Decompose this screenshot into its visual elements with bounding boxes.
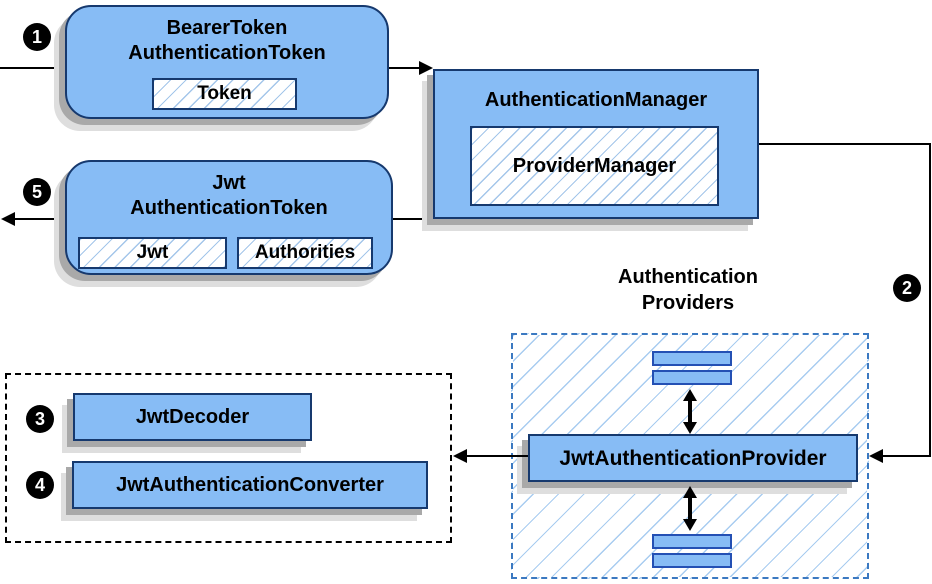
bidirectional-arrow-up-icon <box>683 486 697 498</box>
providers-heading-line2: Providers <box>641 292 735 314</box>
bidirectional-arrow-down-icon <box>683 519 697 531</box>
connector-manager-to-provider-top <box>759 143 931 145</box>
connector-manager-to-jwt-token <box>393 218 434 220</box>
jwt-decoder-node: JwtDecoder <box>73 393 312 441</box>
bearer-token-authentication-token-node: BearerToken AuthenticationToken Token <box>65 5 389 119</box>
jwt-authentication-converter-node: JwtAuthenticationConverter <box>72 461 428 509</box>
jwt-authentication-provider-label: JwtAuthenticationProvider <box>559 446 827 470</box>
jwt-authentication-converter-label: JwtAuthenticationConverter <box>116 473 384 496</box>
authentication-manager-label: AuthenticationManager <box>484 89 708 111</box>
token-chip: Token <box>152 78 297 110</box>
step-badge-4-number: 4 <box>34 474 45 495</box>
jwt-decoder-label: JwtDecoder <box>135 405 250 428</box>
provider-manager-chip: ProviderManager <box>470 126 719 206</box>
jwt-token-title-line2: AuthenticationToken <box>130 197 328 219</box>
bidirectional-arrow-up-icon <box>683 389 697 401</box>
authentication-manager-node: AuthenticationManager ProviderManager <box>433 69 759 219</box>
authorities-chip: Authorities <box>237 237 373 269</box>
step-badge-2-number: 2 <box>901 277 912 298</box>
connector-request-in <box>0 67 65 69</box>
bidirectional-arrow-shaft <box>688 400 692 423</box>
authorities-chip-label: Authorities <box>254 242 356 263</box>
bidirectional-arrow-down-icon <box>683 422 697 434</box>
authentication-providers-group: JwtAuthenticationProvider <box>511 333 869 579</box>
jwt-token-title-line1: Jwt <box>212 172 246 194</box>
bearer-token-title-line1: BearerToken <box>166 17 288 39</box>
step-badge-3: 3 <box>26 405 54 433</box>
connector-provider-to-decoders <box>467 455 528 457</box>
jwt-authentication-provider-node: JwtAuthenticationProvider <box>528 434 858 482</box>
decoder-group: 3 JwtDecoder 4 JwtAuthenticationConverte… <box>5 373 452 543</box>
arrowhead-left-icon <box>453 449 467 463</box>
provider-manager-label: ProviderManager <box>512 154 677 177</box>
providers-heading-line1: Authentication <box>618 266 758 288</box>
jwt-authentication-token-node: Jwt AuthenticationToken Jwt Authorities <box>65 160 393 275</box>
step-badge-4: 4 <box>26 471 54 499</box>
provider-slot-bar <box>652 534 732 549</box>
arrowhead-left-icon <box>1 212 15 226</box>
provider-slot-bar <box>652 370 732 385</box>
arrowhead-right-icon <box>419 61 433 75</box>
jwt-chip: Jwt <box>78 237 227 269</box>
step-badge-1: 1 <box>23 23 51 51</box>
bearer-token-title-line2: AuthenticationToken <box>128 42 326 64</box>
connector-bearer-to-manager <box>389 67 419 69</box>
arrowhead-left-icon <box>869 449 883 463</box>
connector-response-out <box>13 218 65 220</box>
token-chip-label: Token <box>197 83 252 104</box>
connector-manager-to-provider-vertical <box>929 143 931 457</box>
provider-slot-bar <box>652 553 732 568</box>
provider-slot-bar <box>652 351 732 366</box>
step-badge-5-number: 5 <box>31 181 42 202</box>
step-badge-1-number: 1 <box>31 26 42 47</box>
connector-into-provider <box>883 455 931 457</box>
step-badge-2: 2 <box>893 274 921 302</box>
authentication-providers-heading: Authentication Providers <box>584 264 792 316</box>
jwt-chip-label: Jwt <box>136 242 169 263</box>
bidirectional-arrow-shaft <box>688 497 692 520</box>
step-badge-5: 5 <box>23 178 51 206</box>
step-badge-3-number: 3 <box>34 408 45 429</box>
